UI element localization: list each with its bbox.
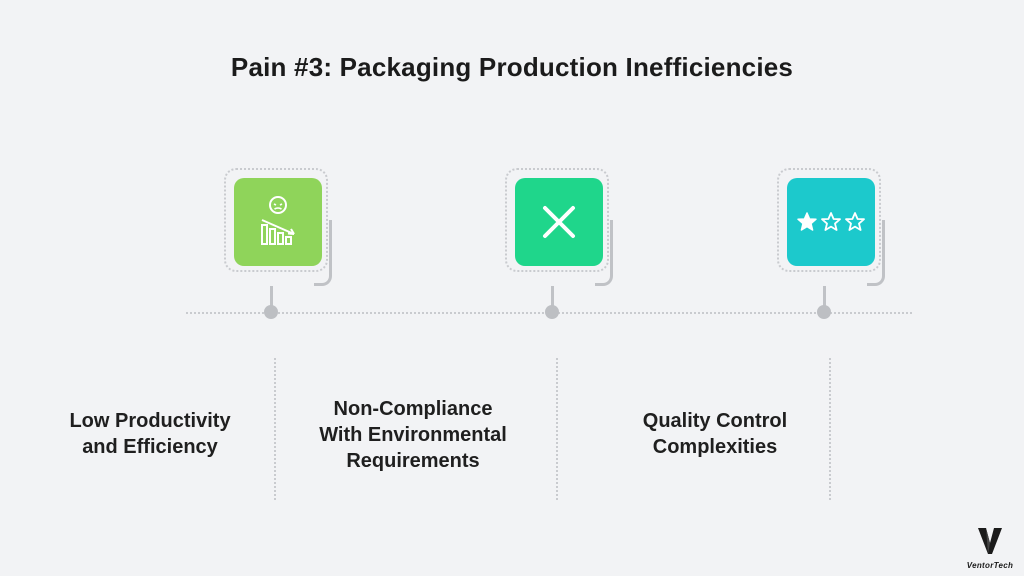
divider-line (556, 358, 558, 500)
frame-connector (595, 220, 613, 286)
label-line: Requirements (346, 450, 480, 472)
page-title: Pain #3: Packaging Production Inefficien… (230, 52, 794, 82)
label-line: Complexities (652, 436, 778, 458)
timeline-node-quality (777, 168, 887, 338)
icon-tile-cyan (787, 178, 875, 266)
cross-icon (543, 206, 575, 238)
decline-chart-sad-face-icon (261, 196, 295, 245)
label-line: Quality Control (642, 410, 788, 432)
label-line: and Efficiency (82, 436, 218, 458)
label-line: With Environmental (319, 424, 507, 446)
icon-tile-emerald (515, 178, 603, 266)
timeline-node-compliance (505, 168, 615, 338)
star-rating-icon (797, 212, 865, 231)
ventortech-logo-icon (978, 528, 1002, 554)
brand-name: VentorTech (966, 561, 1014, 570)
frame-connector (314, 220, 332, 286)
connector-stem (270, 286, 273, 306)
divider-line (829, 358, 831, 500)
connector-stem (551, 286, 554, 306)
frame-connector (867, 220, 885, 286)
icon-tile-green (234, 178, 322, 266)
timeline-dot (545, 305, 559, 319)
brand-logo: VentorTech (962, 526, 1018, 570)
label-compliance: Non-Compliance With Environmental Requir… (283, 396, 543, 474)
label-line: Low Productivity (69, 410, 231, 432)
label-quality: Quality Control Complexities (585, 408, 845, 460)
label-line: Non-Compliance (333, 398, 493, 420)
timeline-dot (264, 305, 278, 319)
divider-line (274, 358, 276, 500)
label-productivity: Low Productivity and Efficiency (20, 408, 280, 460)
connector-stem (823, 286, 826, 306)
timeline-node-productivity (224, 168, 334, 338)
timeline-dot (817, 305, 831, 319)
